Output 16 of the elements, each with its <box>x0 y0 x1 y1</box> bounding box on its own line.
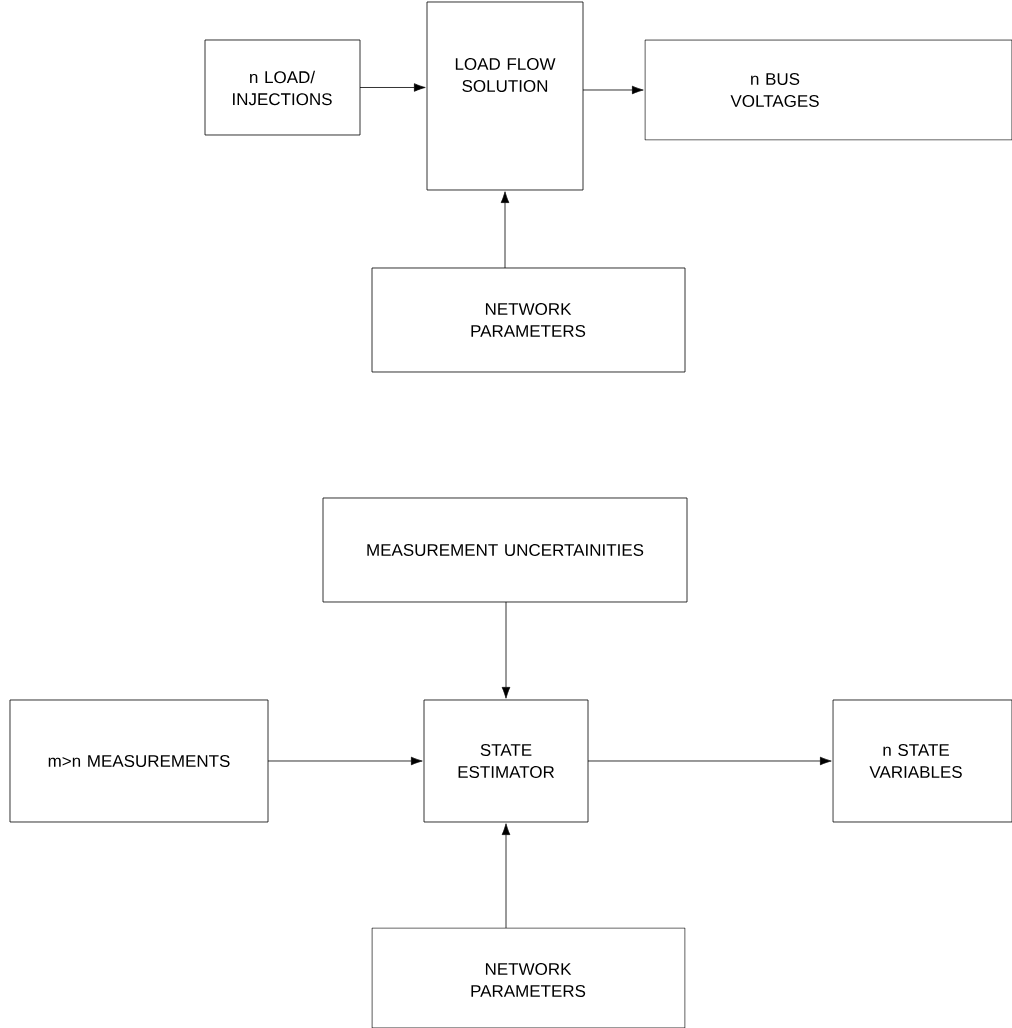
process-box: NETWORK PARAMETERS <box>371 927 686 1028</box>
process-box: n LOAD/ INJECTIONS <box>204 39 361 136</box>
process-box: m>n MEASUREMENTS <box>9 699 269 823</box>
arrow <box>267 756 423 766</box>
arrow <box>500 191 510 269</box>
process-box: NETWORK PARAMETERS <box>371 267 686 373</box>
process-box: n STATE VARIABLES <box>832 699 1012 823</box>
arrow <box>501 601 511 699</box>
process-box: STATE ESTIMATOR <box>423 699 589 823</box>
arrow <box>359 83 426 92</box>
arrow <box>501 823 511 929</box>
process-box: n BUS VOLTAGES <box>644 39 1012 141</box>
arrow <box>582 85 644 95</box>
process-box: LOAD FLOW SOLUTION <box>426 1 584 191</box>
arrow <box>587 756 832 766</box>
process-box: MEASUREMENT UNCERTAINITIES <box>322 497 688 603</box>
